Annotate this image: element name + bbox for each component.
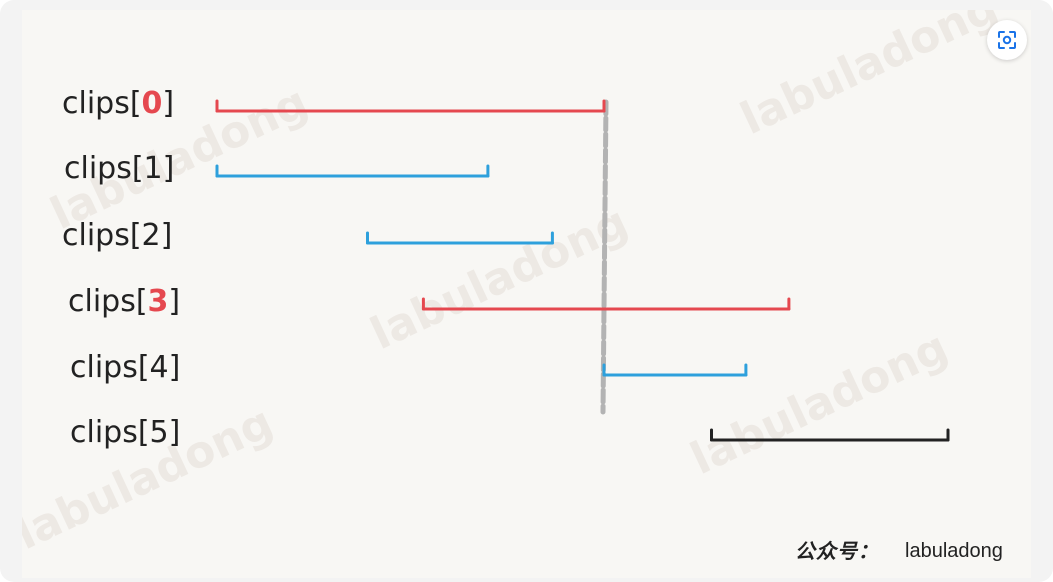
clip-3-interval [421, 297, 791, 311]
diagram-canvas: labuladong labuladong labuladong labuladong… [22, 10, 1031, 578]
clip-label-prefix: clips[ [70, 350, 150, 385]
watermark-text: labuladong [733, 10, 1006, 145]
clip-label-5: clips[5] [70, 415, 180, 450]
watermark-text: labuladong [683, 322, 956, 485]
clip-label-4: clips[4] [70, 350, 180, 385]
clip-label-2: clips[2] [62, 218, 172, 253]
clip-label-suffix: ] [169, 350, 181, 385]
clip-label-prefix: clips[ [70, 415, 150, 450]
cut-dashed-line [600, 99, 609, 415]
clip-label-0: clips[0] [62, 86, 174, 121]
clip-label-index: 1 [144, 151, 163, 186]
clip-label-prefix: clips[ [62, 86, 142, 121]
clip-0-interval [215, 99, 606, 113]
clip-label-index: 4 [150, 350, 169, 385]
clip-2-interval [366, 231, 554, 245]
segments-layer [215, 99, 950, 442]
clip-label-index: 0 [142, 86, 163, 121]
clip-label-index: 5 [150, 415, 169, 450]
clip-label-3: clips[3] [68, 284, 180, 319]
clip-label-suffix: ] [161, 218, 173, 253]
clip-1-interval [215, 164, 490, 178]
footer-account-text: labuladong [905, 540, 1003, 562]
clips-diagram: labuladong labuladong labuladong labuladong… [22, 10, 1006, 563]
clip-label-suffix: ] [162, 86, 174, 121]
clip-label-suffix: ] [169, 415, 181, 450]
clip-label-prefix: clips[ [68, 284, 148, 319]
labels-layer: clips[0]clips[1]clips[2]clips[3]clips[4]… [62, 86, 180, 450]
cut-line-layer [600, 99, 609, 415]
clip-label-index: 3 [148, 284, 169, 319]
clip-label-suffix: ] [163, 151, 175, 186]
clip-4-interval [602, 363, 748, 377]
clip-label-1: clips[1] [64, 151, 174, 186]
clip-label-prefix: clips[ [62, 218, 142, 253]
clip-5-interval [710, 428, 950, 442]
footer-layer: 公众号： labuladong [795, 539, 1003, 563]
clip-label-suffix: ] [168, 284, 180, 319]
scan-zoom-icon [998, 31, 1016, 49]
zoom-button[interactable] [987, 20, 1027, 60]
watermark-text: labuladong [363, 197, 636, 360]
wechat-seal-text: 公众号： [795, 539, 879, 563]
clip-label-index: 2 [142, 218, 161, 253]
clip-label-prefix: clips[ [64, 151, 144, 186]
